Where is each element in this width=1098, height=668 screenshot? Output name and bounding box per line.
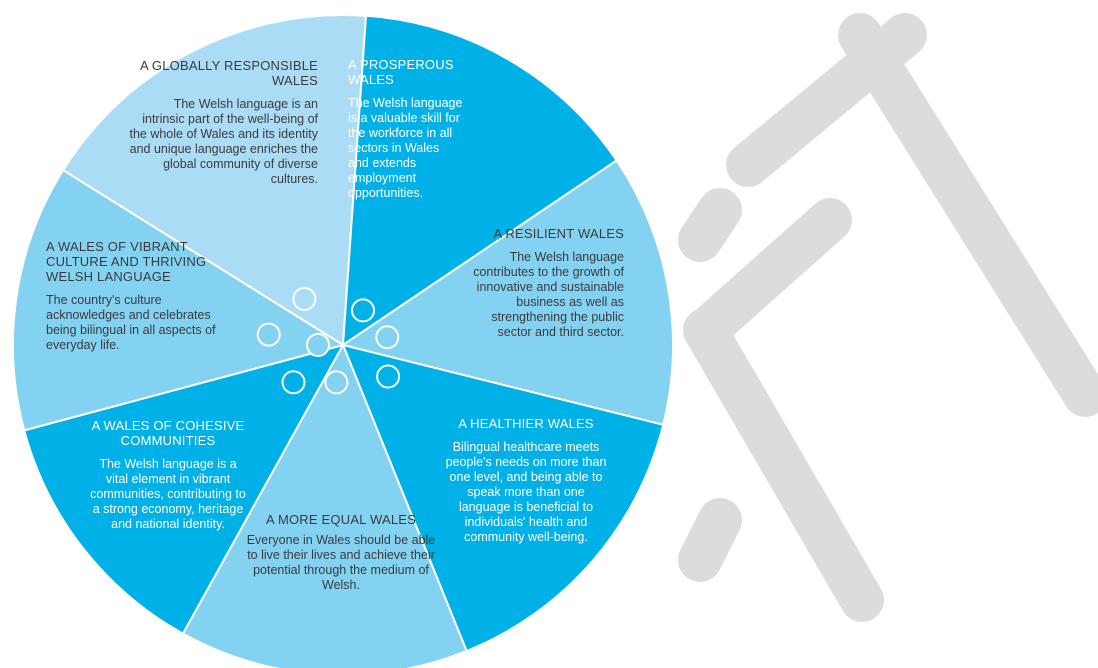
segment-description: The Welsh language is an intrinsic part … (129, 97, 318, 186)
segment-description: The country's culture acknowledges and c… (46, 293, 216, 352)
wheel-segment-more-equal (181, 342, 468, 668)
segment-title: A WALES OF COHESIVE COMMUNITIES (91, 418, 245, 448)
watermark-stroke (683, 308, 884, 622)
segment-globally-responsible: A GLOBALLY RESPONSIBLE WALES The Welsh l… (128, 58, 318, 187)
segment-title: A RESILIENT WALES (493, 226, 624, 241)
puzzle-connector-knob (292, 287, 317, 311)
wheel-segment-healthier (341, 343, 665, 653)
segment-description: The Welsh language is a vital element in… (90, 457, 246, 531)
watermark-stroke (678, 498, 742, 582)
puzzle-connector-knob (376, 364, 401, 389)
segment-prosperous: A PROSPEROUS WALES The Welsh language is… (348, 57, 463, 201)
segment-description: The Welsh language contributes to the gr… (473, 250, 624, 339)
segment-vibrant-culture: A WALES OF VIBRANT CULTURE AND THRIVING … (46, 239, 232, 353)
segment-title: A MORE EQUAL WALES (265, 512, 416, 527)
wheel-segment-resilient (340, 159, 674, 427)
wheel-segment-vibrant-culture (11, 168, 346, 432)
puzzle-connector-knob (375, 325, 400, 350)
segment-title: A PROSPEROUS WALES (348, 57, 454, 87)
segment-title: A HEALTHIER WALES (458, 416, 594, 431)
puzzle-connector-knob (351, 298, 375, 323)
wheel-segment-cohesive-communities (22, 343, 346, 635)
puzzle-connector-knob (256, 322, 281, 347)
segment-description: Everyone in Wales should be able to live… (246, 533, 436, 592)
puzzle-connector-knob (306, 333, 330, 357)
wheel-segment-prosperous (341, 14, 618, 347)
watermark-stroke (690, 198, 852, 347)
draft-watermark (678, 13, 1098, 622)
segment-healthier: A HEALTHIER WALES Bilingual healthcare m… (440, 416, 612, 545)
watermark-stroke (678, 188, 742, 262)
watermark-stroke (726, 13, 927, 187)
segment-more-equal: A MORE EQUAL WALES Everyone in Wales sho… (246, 512, 436, 593)
segment-description: Bilingual healthcare meets people's need… (445, 440, 607, 544)
segment-cohesive-communities: A WALES OF COHESIVE COMMUNITIES The Wels… (88, 418, 248, 532)
puzzle-connector-knob (281, 370, 306, 395)
segment-title: A GLOBALLY RESPONSIBLE WALES (139, 58, 318, 88)
segment-title: A WALES OF VIBRANT CULTURE AND THRIVING … (46, 239, 207, 284)
wheel-segment-globally-responsible (61, 14, 368, 347)
puzzle-connector-knob (324, 370, 349, 395)
watermark-stroke (838, 13, 1098, 417)
segment-resilient: A RESILIENT WALES The Welsh language con… (460, 226, 624, 340)
segment-description: The Welsh language is a valuable skill f… (348, 96, 463, 200)
